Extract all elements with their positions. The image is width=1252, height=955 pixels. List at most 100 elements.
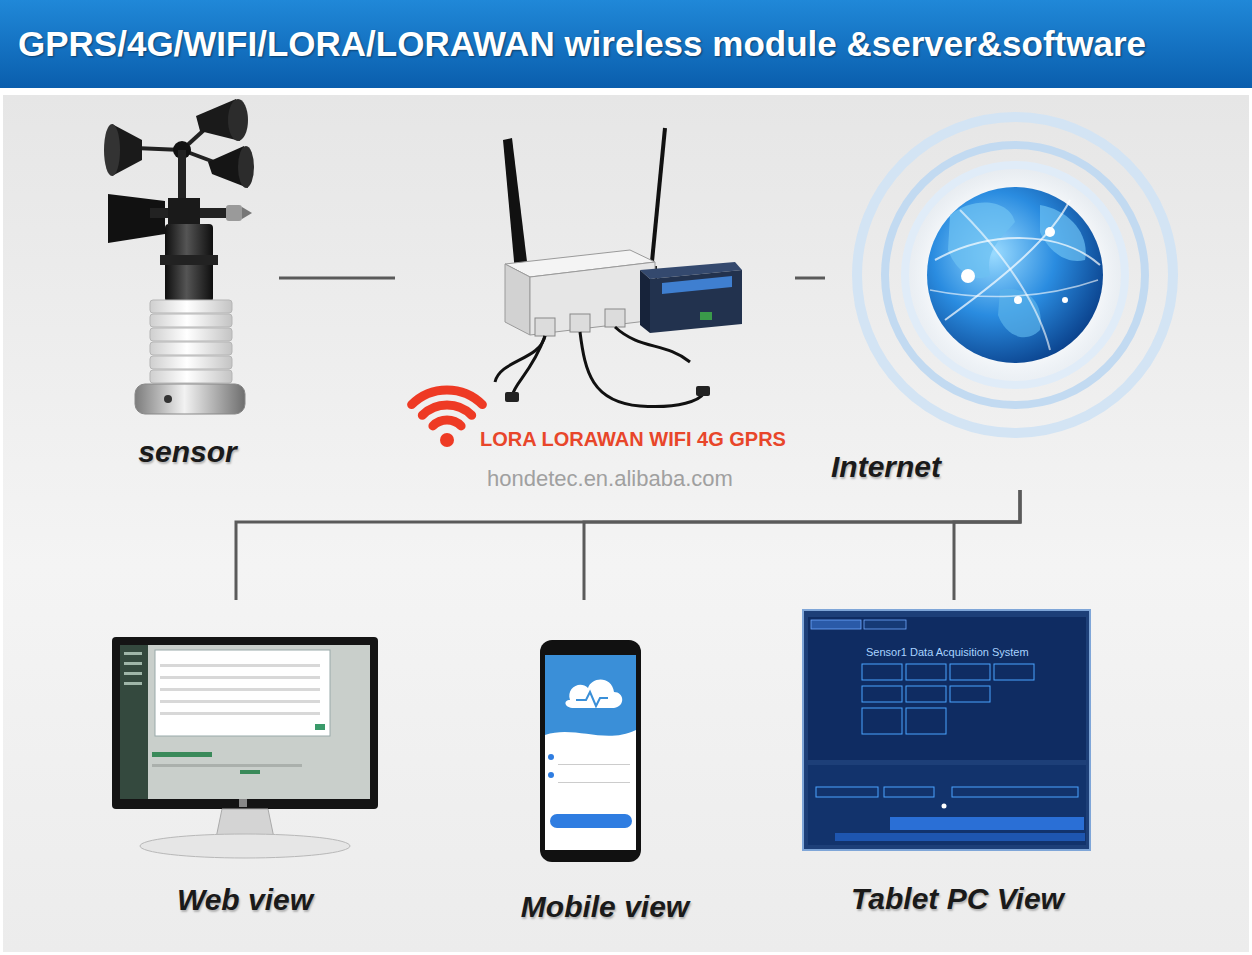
monitor-illustration-part: [315, 724, 325, 730]
anemometer-illustration-part: [226, 205, 242, 221]
device-node: Web view: [96, 600, 394, 930]
monitor-illustration-part: [160, 700, 320, 703]
tablet-illustration-part: [803, 610, 1090, 850]
phone-illustration: [540, 640, 641, 862]
phone-illustration-part: [558, 764, 630, 765]
wifi-icon-part: [440, 433, 454, 447]
tablet-illustration-part: [808, 765, 1086, 845]
anemometer-illustration-part: [150, 342, 232, 355]
tablet-illustration-part-part: [862, 708, 902, 734]
tablet-illustration-part-part: [950, 664, 990, 680]
phone-illustration-part: [548, 754, 554, 760]
tablet-illustration-part: [808, 617, 1086, 760]
screen-title: Sensor1 Data Acquisition System: [866, 646, 1029, 658]
node-label: Internet: [831, 450, 941, 484]
globe-illustration-part: [1045, 227, 1055, 237]
anemometer-illustration-part: [108, 194, 165, 243]
globe-illustration-part: [927, 187, 1103, 363]
connector-line: [236, 490, 1020, 600]
phone-illustration-part: [545, 655, 636, 740]
tablet-illustration-part: [884, 787, 934, 797]
phone-illustration-part: [540, 640, 641, 862]
gateway-illustration-part: [535, 318, 555, 336]
device-node: Mobile view: [476, 600, 734, 935]
phone-illustration-part: [565, 679, 622, 708]
monitor-illustration-part: [240, 770, 260, 774]
gateway-illustration-part: [700, 312, 712, 320]
node-label: LORA LORAWAN WIFI 4G GPRS: [480, 428, 786, 451]
anemometer-illustration-part: [168, 198, 200, 224]
globe-illustration-part: [930, 280, 1098, 297]
tablet-illustration-part: [890, 817, 1084, 830]
gateway-illustration-part: [650, 270, 742, 333]
phone-illustration-part: [576, 692, 608, 706]
device-node: sensor: [96, 100, 279, 475]
monitor-illustration-part: [239, 799, 247, 807]
tablet-illustration-part-part: [950, 686, 990, 702]
tablet-illustration-part: [952, 787, 1078, 797]
monitor-illustration-part: [124, 682, 142, 685]
gateway-illustration-part: [662, 276, 732, 294]
anemometer-illustration-part: [228, 99, 248, 141]
tablet-illustration-part: [864, 620, 906, 629]
tablet-illustration-part-part: [906, 708, 946, 734]
globe-illustration-part: [905, 165, 1125, 385]
phone-illustration-part: [545, 655, 636, 850]
globe-illustration-part: [960, 210, 1050, 350]
globe-illustration-part: [1014, 296, 1022, 304]
anemometer-illustration-part: [160, 255, 218, 265]
anemometer-illustration: [104, 99, 254, 414]
monitor-illustration-part: [120, 645, 370, 799]
tablet-illustration-part-part: [994, 664, 1034, 680]
wifi-icon-part: [422, 405, 471, 415]
diagram-title: GPRS/4G/WIFI/LORA/LORAWAN wireless modul…: [18, 24, 1146, 64]
node-label: Tablet PC View: [811, 882, 1104, 916]
tablet-illustration-part: [862, 664, 1034, 734]
gateway-illustration-part: [495, 336, 545, 382]
monitor-illustration-part: [124, 662, 142, 665]
anemometer-illustration-part: [178, 150, 186, 202]
globe-illustration-part: [935, 238, 1100, 265]
tablet-illustration-part: [816, 787, 878, 797]
globe-illustration-part: [948, 202, 1015, 278]
anemometer-illustration-part: [150, 370, 232, 383]
anemometer-illustration-part: [150, 314, 232, 327]
monitor-illustration-part: [124, 652, 142, 655]
wifi-icon-part: [412, 390, 483, 405]
monitor-illustration-part: [124, 672, 142, 675]
node-label: Mobile view: [476, 890, 734, 924]
gateway-illustration-part: [696, 386, 710, 396]
gateway-illustration-part: [650, 128, 665, 282]
connector-line: [584, 490, 1020, 600]
monitor-illustration-part: [155, 650, 330, 736]
phone-illustration-part: [558, 782, 630, 783]
anemometer-illustration-part: [135, 384, 245, 414]
phone-illustration-part: [550, 814, 632, 828]
monitor-illustration-part: [160, 664, 320, 667]
globe-illustration-part: [857, 117, 1173, 433]
monitor-illustration: [112, 637, 378, 858]
gateway-illustration-part: [505, 392, 519, 402]
globe-illustration-part: [961, 269, 975, 283]
connector-line: [279, 277, 395, 280]
gateway-illustration-part: [503, 138, 528, 272]
monitor-illustration-part: [160, 688, 320, 691]
tablet-illustration-part: [811, 620, 861, 629]
anemometer-illustration-part: [238, 146, 254, 188]
anemometer-illustration-part: [150, 356, 232, 369]
gateway-illustration-part: [640, 270, 650, 333]
monitor-illustration-part: [152, 752, 212, 757]
tablet-illustration-part-part: [862, 686, 902, 702]
anemometer-illustration-part: [242, 207, 252, 219]
gateway-illustration-part: [512, 336, 545, 396]
monitor-illustration-part: [160, 712, 320, 715]
node-label: sensor: [96, 435, 279, 469]
anemometer-illustration-part: [150, 328, 232, 341]
anemometer-illustration-part: [150, 300, 232, 313]
connector-line: [795, 277, 825, 280]
gateway-illustration-part: [530, 262, 655, 335]
globe-illustration-part: [885, 145, 1145, 405]
gateway-illustration-part: [505, 264, 530, 335]
monitor-illustration-part: [120, 645, 148, 799]
